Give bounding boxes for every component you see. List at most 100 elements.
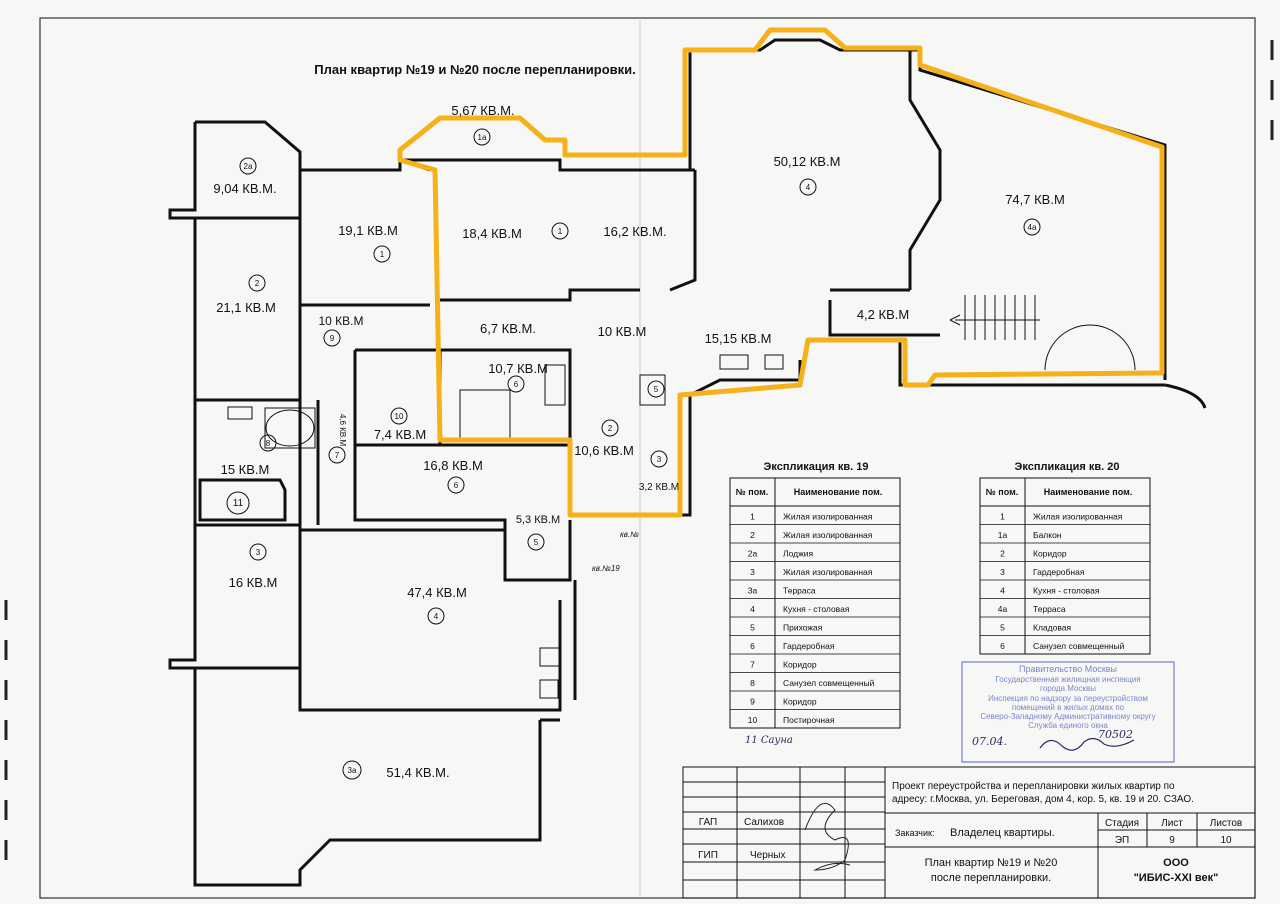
room-number: 7 [335, 451, 340, 460]
handwritten-sauna: 11 Сауна [745, 735, 793, 746]
sheet-label: Лист [1161, 818, 1183, 829]
table-cell-number: 3 [750, 567, 755, 577]
client-value: Владелец квартиры. [950, 827, 1055, 839]
stamp-line: города Москвы [1040, 684, 1096, 693]
table-cell-number: 2 [1000, 549, 1005, 559]
gip-label: ГИП [698, 850, 718, 861]
room-area: 16 КВ.М [229, 575, 278, 590]
room-number: 2а [244, 162, 253, 171]
room-area: 16,8 КВ.М [423, 458, 483, 473]
table-cell-number: 2а [748, 549, 758, 559]
table-cell-name: Гардеробная [783, 641, 835, 651]
table-title: Экспликация кв. 20 [1015, 461, 1120, 473]
table-col-number: № пом. [986, 487, 1019, 497]
room-number: 8 [266, 439, 271, 448]
stamp-line: Правительство Москвы [1019, 664, 1117, 674]
room-number: 6 [514, 380, 519, 389]
room-area: 51,4 КВ.М. [386, 765, 449, 780]
room-area: 19,1 КВ.М [338, 223, 398, 238]
room-area: 4,6 КВ.М [338, 414, 347, 447]
table-cell-number: 1а [998, 530, 1008, 540]
apartment-19-mark: кв.№19 [592, 564, 620, 573]
room-number: 10 [395, 412, 404, 421]
sheets-value: 10 [1220, 835, 1232, 846]
walls-apartment-19 [168, 120, 697, 887]
room-area: 9,04 КВ.М. [213, 181, 276, 196]
project-description: Проект переустройства и перепланировки ж… [892, 781, 1175, 792]
table-cell-name: Кладовая [1033, 623, 1071, 633]
drawing-title: План квартир №19 и №20 [925, 857, 1058, 869]
room-number: 3 [256, 548, 261, 557]
gap-name: Салихов [744, 817, 784, 828]
room-number: 3а [348, 766, 357, 775]
table-cell-name: Жилая изолированная [783, 530, 873, 540]
room-area: 10 КВ.М [598, 324, 647, 339]
table-cell-number: 3а [748, 586, 758, 596]
table-cell-name: Жилая изолированная [783, 567, 873, 577]
organization: "ИБИС-XXI век" [1134, 872, 1219, 884]
room-area: 4,2 КВ.М [857, 307, 909, 322]
sheets-label: Листов [1210, 818, 1243, 829]
table-cell-number: 9 [750, 697, 755, 707]
room-area: 50,12 КВ.М [774, 154, 841, 169]
room-area: 10 КВ.М [318, 314, 363, 328]
explication-table-19: Экспликация кв. 19 № пом. Наименование п… [729, 461, 901, 746]
stamp-line: Служба единого окна [1028, 721, 1108, 730]
room-number: 1а [478, 133, 487, 142]
table-cell-name: Санузел совмещенный [1033, 641, 1125, 651]
table-cell-number: 7 [750, 660, 755, 670]
room-area: 6,7 КВ.М. [480, 321, 536, 336]
room-number: 3 [657, 455, 662, 464]
table-cell-number: 3 [1000, 567, 1005, 577]
room-number: 1 [380, 250, 385, 259]
stamp-line: Инспекция по надзору за переустройством [988, 694, 1148, 703]
table-cell-number: 4 [1000, 586, 1005, 596]
table-cell-name: Балкон [1033, 530, 1062, 540]
project-description: адресу: г.Москва, ул. Береговая, дом 4, … [892, 794, 1194, 805]
stage-value: ЭП [1115, 835, 1129, 846]
stamp-signature [1039, 737, 1135, 751]
room-area: 74,7 КВ.М [1005, 192, 1065, 207]
table-cell-name: Коридор [783, 660, 817, 670]
room-number: 4 [434, 612, 439, 621]
room-area: 5,3 КВ.М [516, 514, 560, 526]
room-area: 47,4 КВ.М [407, 585, 467, 600]
table-cell-name: Коридор [1033, 549, 1067, 559]
client-label: Заказчик: [895, 828, 934, 838]
table-cell-name: Постирочная [783, 715, 835, 725]
table-cell-number: 2 [750, 530, 755, 540]
stamp-line: помещений в жилых домах по [1012, 703, 1125, 712]
gap-label: ГАП [699, 817, 718, 828]
room-number: 4а [1028, 223, 1037, 232]
table-cell-name: Гардеробная [1033, 567, 1085, 577]
room-number: 2 [608, 424, 613, 433]
apartment-20-highlight [397, 27, 1165, 518]
room-area: 15 КВ.М [221, 462, 270, 477]
room-area: 10,6 КВ.М [574, 443, 634, 458]
room-number: 9 [330, 334, 335, 343]
room-number: 4 [806, 183, 811, 192]
room-area: 3,2 КВ.М [639, 482, 679, 493]
table-col-number: № пом. [736, 487, 769, 497]
room-area: 21,1 КВ.М [216, 300, 276, 315]
table-cell-name: Лоджия [783, 549, 814, 559]
inspection-stamp: Правительство Москвы Государственная жил… [961, 661, 1175, 763]
table-cell-name: Терраса [1033, 604, 1066, 614]
stamp-number: 70502 [1098, 728, 1133, 741]
drawing-title: после перепланировки. [931, 872, 1051, 884]
signature [804, 802, 851, 871]
table-cell-name: Санузел совмещенный [783, 678, 875, 688]
apartment-20-mark: кв.№ [620, 530, 639, 539]
table-title: Экспликация кв. 19 [764, 461, 869, 473]
room-area: 16,2 КВ.М. [603, 224, 666, 239]
table-cell-name: Жилая изолированная [1033, 512, 1123, 522]
table-cell-number: 1 [750, 512, 755, 522]
table-cell-number: 5 [1000, 623, 1005, 633]
table-cell-number: 6 [1000, 641, 1005, 651]
table-cell-name: Кухня - столовая [783, 604, 850, 614]
table-col-name: Наименование пом. [794, 487, 883, 497]
table-cell-name: Терраса [783, 586, 816, 596]
sauna-number: 11 [233, 498, 244, 509]
room-area: 15,15 КВ.М [705, 331, 772, 346]
room-number: 1 [558, 227, 563, 236]
